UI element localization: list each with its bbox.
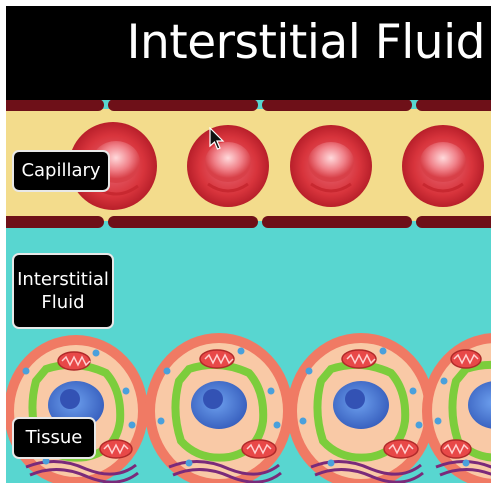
mitochondrion: [384, 440, 418, 458]
red-blood-cell: [187, 125, 269, 207]
diagram-stage: Interstitial Fluid Capillary Interstitia…: [6, 6, 491, 483]
mitochondrion: [58, 352, 90, 370]
page-title: Interstitial Fluid: [127, 19, 485, 66]
cursor-arrow-icon: [209, 127, 225, 151]
interstitial-fluid-label: Interstitial Fluid: [12, 253, 114, 329]
tissue: [6, 333, 491, 483]
tissue-cell: [422, 333, 491, 483]
tissue-cell: [287, 333, 435, 483]
tissue-label: Tissue: [12, 417, 96, 459]
red-blood-cell: [290, 125, 372, 207]
title-bar: Interstitial Fluid: [6, 6, 491, 100]
capillary-wall-top: [6, 99, 491, 111]
mitochondrion: [100, 440, 132, 458]
nucleolus: [203, 389, 223, 409]
mitochondrion: [242, 440, 276, 458]
nucleolus: [345, 389, 365, 409]
mitochondrion: [451, 350, 481, 368]
mitochondrion: [342, 350, 376, 368]
mitochondrion: [441, 440, 471, 458]
tissue-cell: [145, 333, 293, 483]
mitochondrion: [200, 350, 234, 368]
nucleolus: [60, 389, 80, 409]
capillary-wall-bottom: [6, 216, 491, 228]
tissue-cell: [6, 335, 148, 483]
red-blood-cell: [402, 125, 484, 207]
capillary-label: Capillary: [12, 150, 110, 192]
